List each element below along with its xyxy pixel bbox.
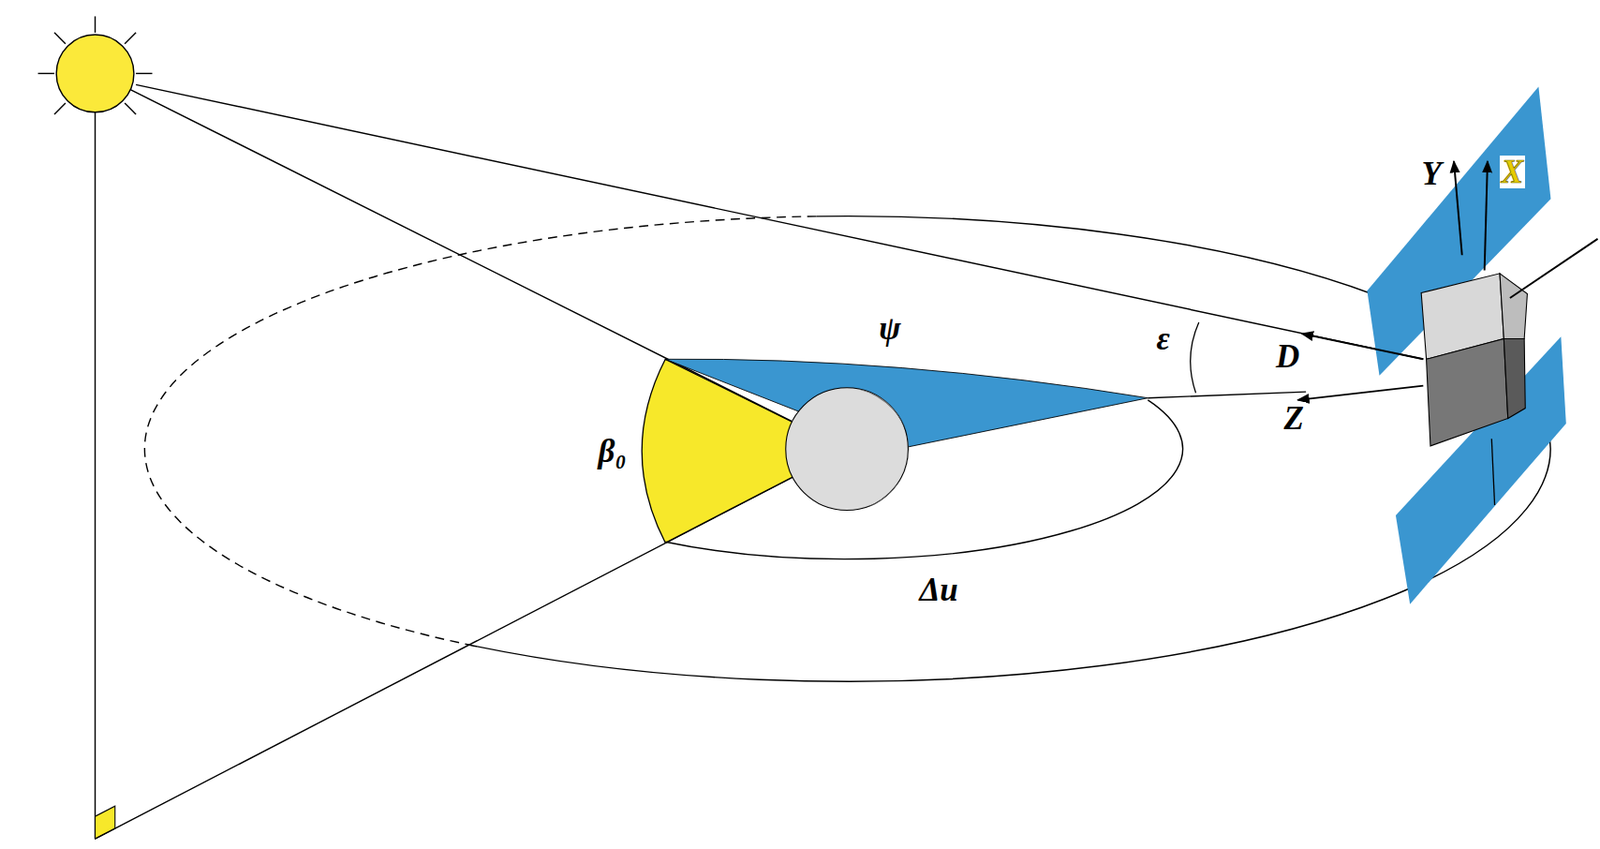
- sun-normal-line: [94, 112, 96, 839]
- epsilon-arc: [1190, 322, 1200, 393]
- d-vector: [1302, 333, 1424, 359]
- z-label: Z: [1282, 401, 1306, 435]
- z-axis: [1297, 385, 1423, 400]
- beta-label: β₀: [596, 434, 629, 468]
- epsilon-label: ε: [1155, 322, 1172, 356]
- x-axis-label: X: [1499, 155, 1526, 189]
- delta-u-label: Δu: [917, 573, 960, 607]
- x-axis: [1484, 161, 1488, 271]
- panel-shaft: [1491, 438, 1495, 505]
- earth-satellite-line: [1147, 391, 1306, 399]
- d-label: D: [1274, 340, 1302, 373]
- solar-panel: [1395, 336, 1567, 604]
- y-axis-label: Y: [1420, 157, 1444, 191]
- sun: [38, 15, 153, 115]
- inner-orbit: [665, 400, 1183, 560]
- psi-label: ψ: [876, 311, 903, 345]
- axis-arrow: [1510, 238, 1599, 298]
- earth: [785, 387, 909, 511]
- y-axis: [1453, 161, 1463, 255]
- sun-satellite-line: [135, 84, 1423, 359]
- solar-panel: [1366, 87, 1551, 376]
- satellite-body: [1421, 273, 1527, 446]
- sun-earth-line: [131, 89, 847, 449]
- earth-shadow: [857, 388, 909, 507]
